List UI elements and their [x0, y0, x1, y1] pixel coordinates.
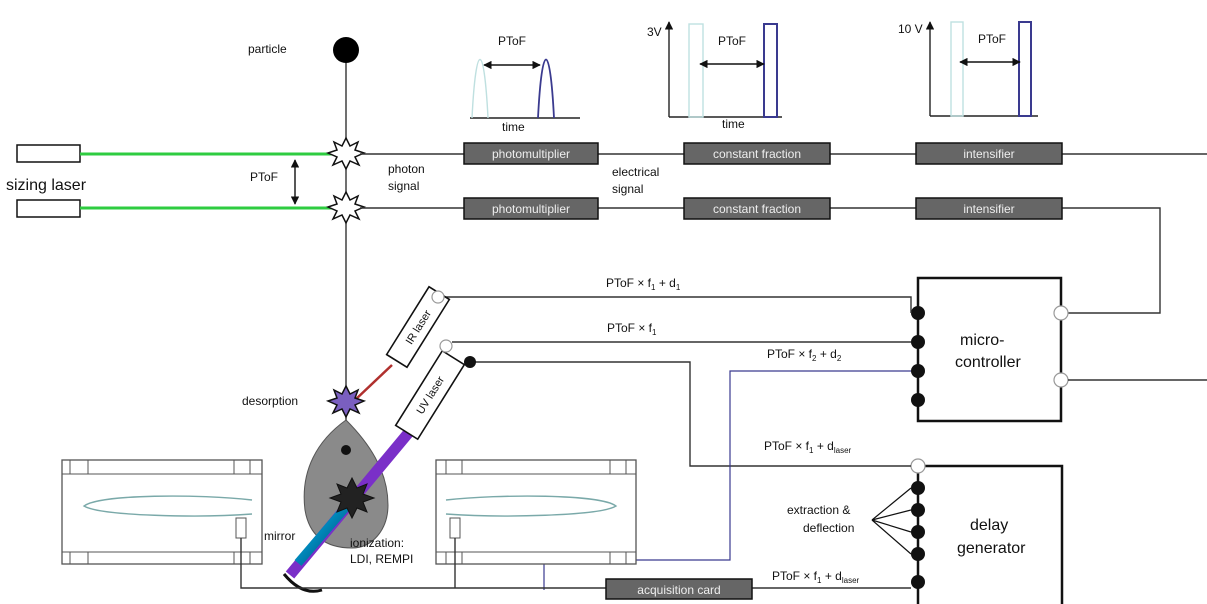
photomultiplier-label-2: photomultiplier — [492, 202, 570, 216]
inset1-ptof-label: PToF — [498, 34, 526, 48]
intensifier-box-1 — [915, 142, 1063, 165]
desorption-label: desorption — [242, 394, 298, 408]
sizing-laser-label: sizing laser — [6, 177, 87, 194]
intensifier-label-1: intensifier — [963, 147, 1014, 161]
delay-generator-input-port — [910, 458, 926, 474]
constant-fraction-label-1: constant fraction — [713, 147, 801, 161]
intensifier-box-2 — [915, 197, 1063, 220]
signal-label-acq-trigger: PToF × f1 + dlaser — [772, 569, 860, 585]
inset2-time-label: time — [722, 117, 745, 131]
signal-label-acquisition: PToF × f2 + d2 — [767, 347, 842, 363]
signal-label-uv: PToF × f1 — [607, 321, 657, 337]
delay-generator-box — [918, 464, 1064, 604]
inset1-time-label: time — [502, 120, 525, 134]
tof-tube-left — [61, 459, 263, 565]
signal-label-delay-trigger: PToF × f1 + dlaser — [764, 439, 852, 455]
photomultiplier-label-1: photomultiplier — [492, 147, 570, 161]
microcontroller-label-2: controller — [955, 354, 1021, 371]
microcontroller-port — [911, 306, 925, 320]
inset2-ptof-label: PToF — [718, 34, 746, 48]
acquisition-card-box — [605, 578, 753, 600]
inset-intensifier-pulses: PToF 10 V — [898, 21, 1038, 117]
delay-generator-label-2: generator — [957, 540, 1026, 557]
electrical-signal-label-2: signal — [612, 182, 643, 196]
microcontroller-input-port — [1053, 372, 1069, 388]
microcontroller-port — [911, 393, 925, 407]
scatter-star-icon — [325, 136, 367, 171]
particle-label: particle — [248, 42, 287, 56]
photon-signal-label-2: signal — [388, 179, 419, 193]
mirror-label: mirror — [264, 529, 295, 543]
microcontroller-label-1: micro- — [960, 332, 1004, 349]
microcontroller-input-port — [1053, 305, 1069, 321]
extraction-label-2: deflection — [803, 521, 854, 535]
reflected-beam — [294, 497, 356, 566]
ionization-star-icon — [328, 476, 376, 520]
microcontroller-port — [911, 364, 925, 378]
inset3-voltage-label: 10 V — [898, 22, 923, 36]
inset3-ptof-label: PToF — [978, 32, 1006, 46]
mirror-shape — [282, 573, 323, 593]
delay-generator-label-1: delay — [970, 517, 1008, 534]
inset2-voltage-label: 3V — [647, 25, 662, 39]
extraction-label-1: extraction & — [787, 503, 850, 517]
tof-tube-right — [435, 459, 637, 565]
delay-generator-port — [911, 503, 925, 517]
microcontroller-box — [916, 276, 1063, 423]
signal-label-ir-delay: PToF × f1 + d1 — [606, 276, 681, 292]
intensifier-label-2: intensifier — [963, 202, 1014, 216]
ptof-distance-label: PToF — [250, 170, 278, 184]
ionization-label-2: LDI, REMPI — [350, 552, 413, 566]
ion-plume — [303, 419, 389, 549]
constant-fraction-box-2 — [683, 197, 831, 220]
inset-photon-pulses: PToF time — [470, 34, 580, 134]
sizing-laser-2 — [16, 199, 81, 218]
sizing-laser-1 — [16, 144, 81, 163]
scatter-star-icon — [325, 190, 367, 225]
delay-generator-port — [911, 525, 925, 539]
acquisition-card-label: acquisition card — [637, 583, 720, 597]
microcontroller-port — [911, 335, 925, 349]
particle-dot — [333, 37, 359, 63]
ionization-label-1: ionization: — [350, 536, 404, 550]
desorption-star-icon — [325, 384, 367, 419]
inset-cfd-pulses: PToF time 3V — [647, 21, 782, 131]
delay-generator-port — [911, 575, 925, 589]
photomultiplier-box-1 — [463, 142, 599, 165]
constant-fraction-label-2: constant fraction — [713, 202, 801, 216]
photon-signal-label-1: photon — [388, 162, 425, 176]
ir-laser-beam — [354, 364, 393, 401]
photomultiplier-box-2 — [463, 197, 599, 220]
delay-generator-port — [911, 481, 925, 495]
electrical-signal-label-1: electrical — [612, 165, 659, 179]
constant-fraction-box-1 — [683, 142, 831, 165]
delay-generator-port — [911, 547, 925, 561]
